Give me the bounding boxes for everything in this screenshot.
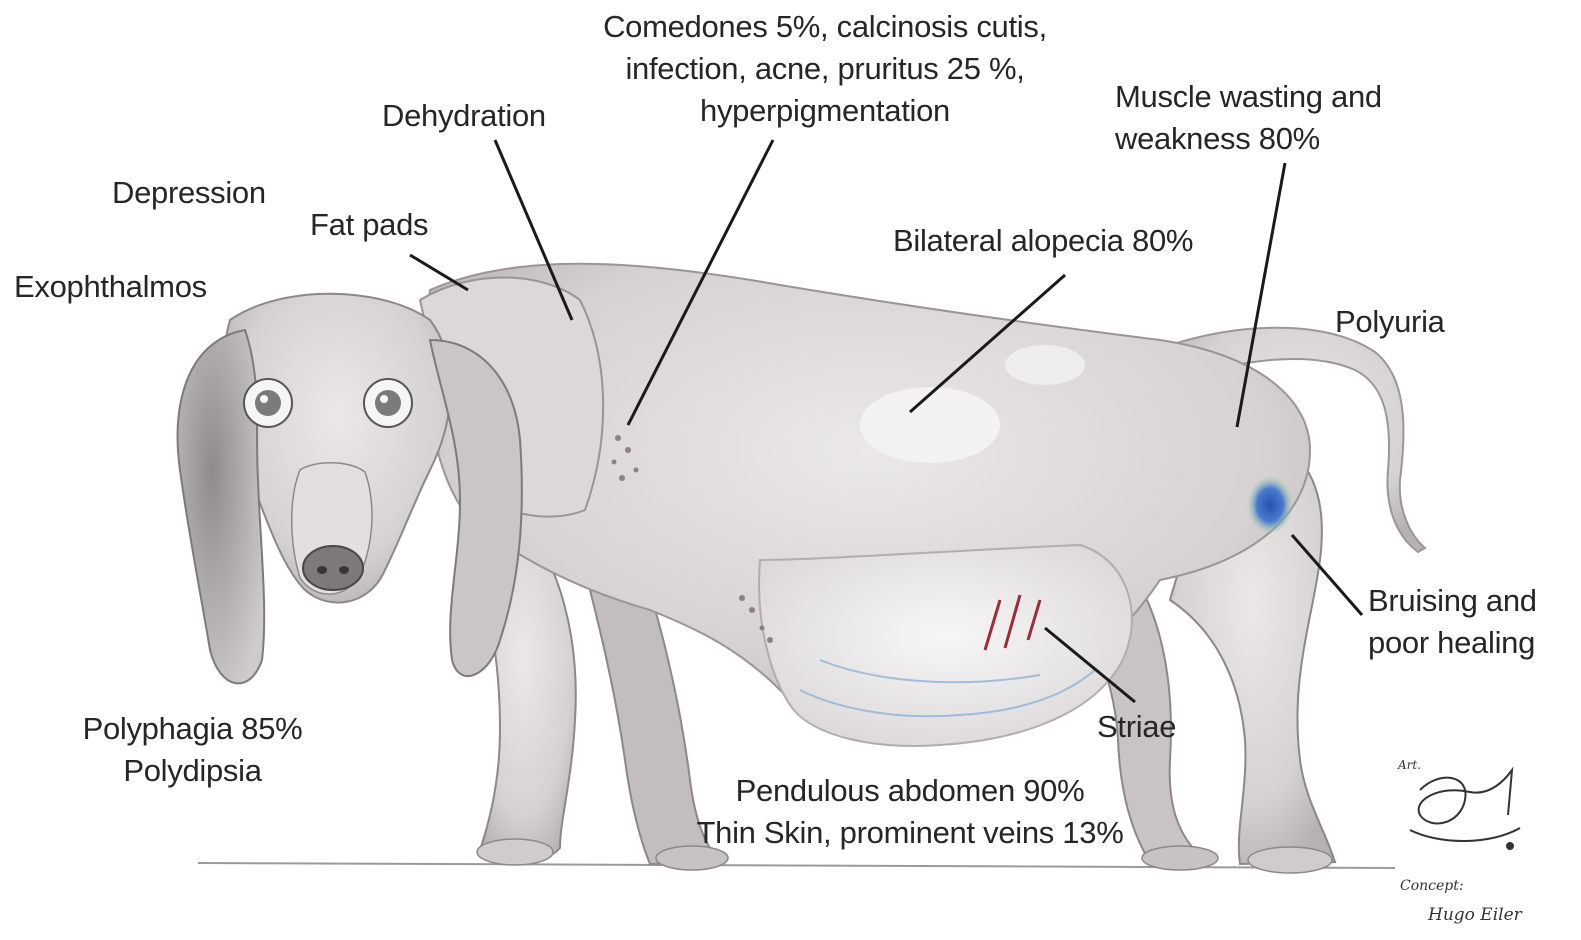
comedones-line-2: infection, acne, pruritus 25 %, [560, 48, 1090, 90]
alopecia-patch [860, 387, 1000, 463]
pendulous-abdomen-label: Pendulous abdomen 90% Thin Skin, promine… [660, 770, 1160, 854]
artist-signature [1410, 770, 1520, 849]
comedones-line-1: Comedones 5%, calcinosis cutis, [560, 6, 1090, 48]
muscle-wasting-line-1: Muscle wasting and [1115, 76, 1382, 118]
art-credit: Art. [1398, 758, 1421, 772]
pendulous-abdomen-line: Pendulous abdomen 90% [660, 770, 1160, 812]
ground-line [198, 863, 1395, 868]
bruise-mark [1248, 477, 1292, 533]
concept-author: Hugo Eiler [1428, 905, 1522, 925]
muscle-wasting-line-2: weakness 80% [1115, 118, 1382, 160]
fat-pads-label: Fat pads [310, 204, 428, 246]
comedones-label: Comedones 5%, calcinosis cutis, infectio… [560, 6, 1090, 132]
comedones-line-3: hyperpigmentation [560, 90, 1090, 132]
dehydration-label: Dehydration [382, 95, 546, 137]
dog-ear-left [178, 330, 265, 683]
depression-label: Depression [112, 172, 266, 214]
bruising-line-1: Bruising and [1368, 580, 1537, 622]
muscle-wasting-label: Muscle wasting and weakness 80% [1115, 76, 1382, 160]
polydipsia-line: Polydipsia [60, 750, 325, 792]
concept-credit: Concept: [1400, 878, 1464, 894]
bilateral-alopecia-label: Bilateral alopecia 80% [893, 220, 1193, 262]
polyuria-label: Polyuria [1335, 301, 1445, 343]
dog-nose [303, 546, 363, 590]
alopecia-patch [1005, 345, 1085, 385]
bruising-label: Bruising and poor healing [1368, 580, 1537, 664]
polyphagia-label: Polyphagia 85% Polydipsia [60, 708, 325, 792]
leader-line-fat-pads [410, 255, 468, 290]
dog-paw [477, 839, 553, 865]
exophthalmos-label: Exophthalmos [14, 266, 207, 308]
bruising-line-2: poor healing [1368, 622, 1537, 664]
striae-label: Striae [1097, 706, 1176, 748]
thin-skin-line: Thin Skin, prominent veins 13% [660, 812, 1160, 854]
dog-paw [1248, 847, 1332, 873]
polyphagia-line: Polyphagia 85% [60, 708, 325, 750]
